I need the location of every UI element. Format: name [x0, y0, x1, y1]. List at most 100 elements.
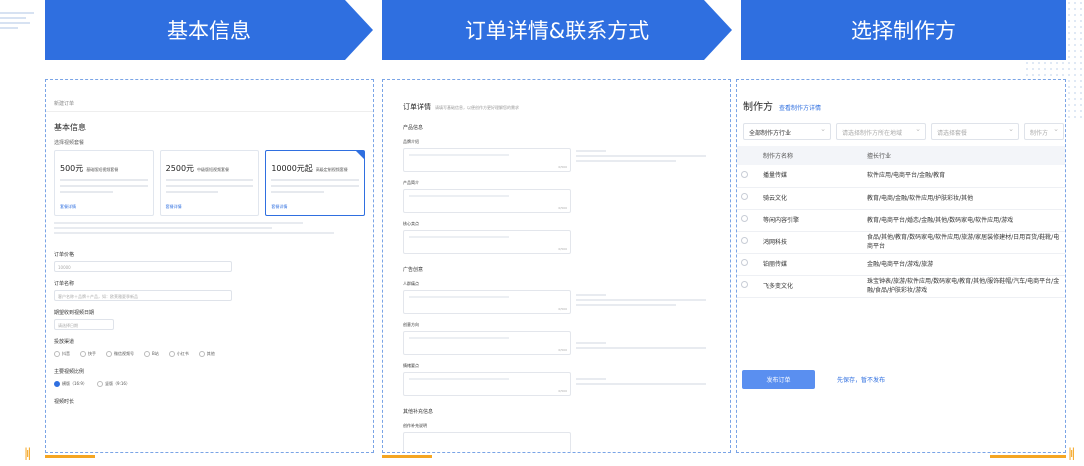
order-name-input[interactable]: 客户名称＋品牌＋产品，如：欧莱雅夏季新品 — [54, 290, 232, 301]
page-title: 基本信息 — [54, 123, 86, 132]
ratio-options: 横版（16:9） 竖版（9:16） — [46, 378, 373, 390]
text-line — [60, 179, 148, 181]
budget-input[interactable]: 10000 — [54, 261, 232, 272]
row-radio[interactable] — [737, 165, 759, 188]
ratio-option[interactable]: 横版（16:9） — [54, 381, 87, 387]
progress-underline — [382, 455, 432, 458]
char-counter: 0/500 — [558, 247, 567, 251]
channel-option[interactable]: 小红书 — [169, 351, 189, 357]
publish-order-button[interactable]: 发布订单 — [742, 370, 815, 389]
example-text — [576, 150, 706, 165]
field-label: 人群痛点 — [403, 281, 419, 286]
text-line — [271, 179, 360, 181]
package-price: 2500元 — [165, 164, 195, 173]
filter-select[interactable]: 请选择套餐 — [931, 123, 1019, 140]
channel-option[interactable]: 抖音 — [54, 351, 70, 357]
breadcrumb: 新建订单 — [46, 80, 373, 112]
title-text: 订单详情 — [403, 103, 431, 111]
package-tag: 基础版短视频套餐 — [86, 167, 119, 172]
brand-textarea[interactable]: 0/500 — [403, 148, 571, 172]
row-radio[interactable] — [737, 187, 759, 210]
row-radio[interactable] — [737, 231, 759, 254]
creative-textarea[interactable]: 0/500 — [403, 331, 571, 355]
filter-select[interactable]: 全部制作方行业 — [743, 123, 831, 140]
row-radio[interactable] — [737, 209, 759, 232]
order-name-label: 订单名称 — [54, 281, 75, 287]
channel-option[interactable]: 微信视频号 — [106, 351, 134, 357]
row-radio[interactable] — [737, 253, 759, 276]
channel-option[interactable]: 快手 — [80, 351, 96, 357]
filter-select[interactable]: 请选择制作方所在地域 — [836, 123, 926, 140]
package-detail-link[interactable]: 套餐详情 — [60, 204, 76, 209]
table-row[interactable]: 鸿网科技食品/其他/教育/数码家电/软件应用/旅游/家居装修建材/日用百货/鞋靴… — [737, 231, 1065, 254]
progress-underline — [45, 455, 95, 458]
text-line — [271, 191, 324, 193]
duration-label: 视频时长 — [54, 399, 75, 405]
step-title: 订单详情&联系方式 — [464, 19, 650, 43]
deadline-input[interactable]: 请选择日期 — [54, 319, 114, 330]
product-textarea[interactable]: 0/500 — [403, 189, 571, 213]
package-card-standard[interactable]: 2500元中级版短视频套餐 套餐详情 — [159, 150, 260, 216]
producer-name: 播量传媒 — [759, 165, 863, 188]
section-label: 广告创意 — [403, 267, 424, 273]
extra-textarea[interactable] — [403, 432, 571, 452]
filter-select[interactable]: 制作方 — [1024, 123, 1064, 140]
table-row[interactable]: 等闲内容引擎教育/电商平台/婚恋/金融/其他/数码家电/软件应用/游戏 — [737, 209, 1065, 232]
page-title: 制作方 — [743, 102, 773, 113]
field-label: 创作补充说明 — [403, 423, 427, 428]
choose-producer-screenshot: 制作方 查看制作方详情 全部制作方行业请选择制作方所在地域请选择套餐制作方 制作… — [736, 79, 1066, 453]
decor-lines — [0, 12, 40, 32]
example-text — [576, 294, 706, 309]
basic-info-screenshot: 新建订单 基本信息 选择视频套餐 500元基础版短视频套餐 套餐详情 2500元… — [45, 79, 374, 453]
section-label: 产品信息 — [403, 125, 424, 131]
char-counter: 0/500 — [558, 389, 567, 393]
producer-table: 制作方名称 擅长行业 播量传媒软件应用/电商平台/金融/教育骑云文化教育/电商/… — [737, 146, 1065, 298]
package-tag: 中级版短视频套餐 — [197, 167, 230, 172]
text-line — [165, 191, 219, 193]
pain-point-textarea[interactable]: 0/500 — [403, 290, 571, 314]
bar-ticks-icon: |ı| — [24, 446, 32, 460]
table-row[interactable]: 铂丽传媒金融/电商平台/游戏/旅游 — [737, 253, 1065, 276]
column-header: 擅长行业 — [863, 146, 1065, 165]
channel-option[interactable]: 其他 — [199, 351, 215, 357]
emotion-textarea[interactable]: 0/500 — [403, 372, 571, 396]
package-card-basic[interactable]: 500元基础版短视频套餐 套餐详情 — [54, 150, 154, 216]
table-row[interactable]: 骑云文化教育/电商/金融/软件应用/护肤彩妆/其他 — [737, 187, 1065, 210]
package-detail-link[interactable]: 套餐详情 — [271, 204, 288, 209]
char-counter: 0/500 — [558, 348, 567, 352]
table-row[interactable]: 飞多变文化珠宝钟表/旅游/软件应用/数码家电/教育/其他/服饰鞋帽/汽车/电商平… — [737, 275, 1065, 298]
filter-bar: 全部制作方行业请选择制作方所在地域请选择套餐制作方 — [737, 113, 1065, 146]
ratio-option[interactable]: 竖版（9:16） — [97, 381, 130, 387]
field-label: 品牌介绍 — [403, 139, 419, 144]
char-counter: 0/500 — [558, 307, 567, 311]
text-line — [60, 185, 148, 187]
bar-ticks-icon: |ı| — [1068, 446, 1076, 460]
row-radio[interactable] — [737, 275, 759, 298]
text-line — [60, 191, 113, 193]
selling-point-textarea[interactable]: 0/500 — [403, 230, 571, 254]
package-price: 10000元起 — [271, 164, 313, 173]
producer-name: 飞多变文化 — [759, 275, 863, 298]
table-header-row: 制作方名称 擅长行业 — [737, 146, 1065, 165]
char-counter: 0/500 — [558, 165, 567, 169]
char-counter: 0/500 — [558, 206, 567, 210]
save-draft-link[interactable]: 先保存，暂不发布 — [837, 377, 886, 384]
producer-name: 骑云文化 — [759, 187, 863, 210]
producer-industry: 教育/电商平台/婚恋/金融/其他/数码家电/软件应用/游戏 — [863, 209, 1065, 232]
channel-option[interactable]: B站 — [144, 351, 159, 357]
field-label: 情绪要点 — [403, 363, 419, 368]
field-label: 核心卖点 — [403, 221, 419, 226]
text-line — [165, 179, 254, 181]
package-price: 500元 — [60, 164, 84, 173]
table-row[interactable]: 播量传媒软件应用/电商平台/金融/教育 — [737, 165, 1065, 188]
producer-name: 鸿网科技 — [759, 231, 863, 254]
producer-detail-link[interactable]: 查看制作方详情 — [779, 105, 822, 112]
deadline-label: 期望收到视频日期 — [54, 310, 95, 316]
producer-name: 等闲内容引擎 — [759, 209, 863, 232]
field-label: 创意方向 — [403, 322, 419, 327]
package-card-premium[interactable]: 10000元起高级定制视频套餐 套餐详情 — [265, 150, 366, 216]
package-detail-link[interactable]: 套餐详情 — [165, 204, 182, 209]
field-label: 产品简介 — [403, 180, 419, 185]
panel-header: 制作方 查看制作方详情 — [737, 80, 1065, 113]
